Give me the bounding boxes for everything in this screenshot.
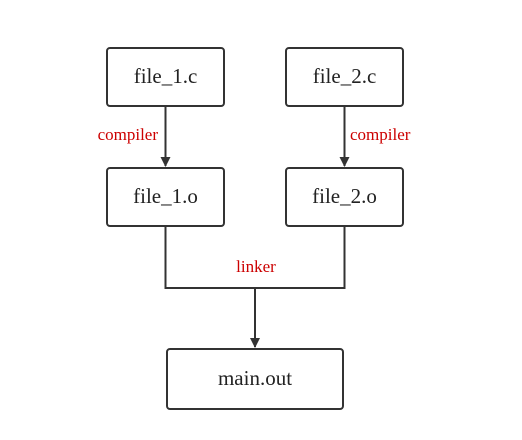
node-file-1-c-label: file_1.c [134,64,198,88]
edge-label-compiler-left: compiler [98,125,159,144]
edge-label-compiler-right: compiler [350,125,411,144]
node-file-1-c: file_1.c [106,47,225,107]
node-file-2-c-label: file_2.c [313,64,377,88]
edge-label-linker: linker [236,257,276,276]
node-file-2-o-label: file_2.o [312,184,377,208]
node-file-1-o-label: file_1.o [133,184,198,208]
node-file-2-o: file_2.o [285,167,404,227]
node-file-2-c: file_2.c [285,47,404,107]
node-main-out: main.out [166,348,344,410]
node-main-out-label: main.out [218,366,292,390]
node-main-out-box [166,348,344,410]
node-file-1-o: file_1.o [106,167,225,227]
